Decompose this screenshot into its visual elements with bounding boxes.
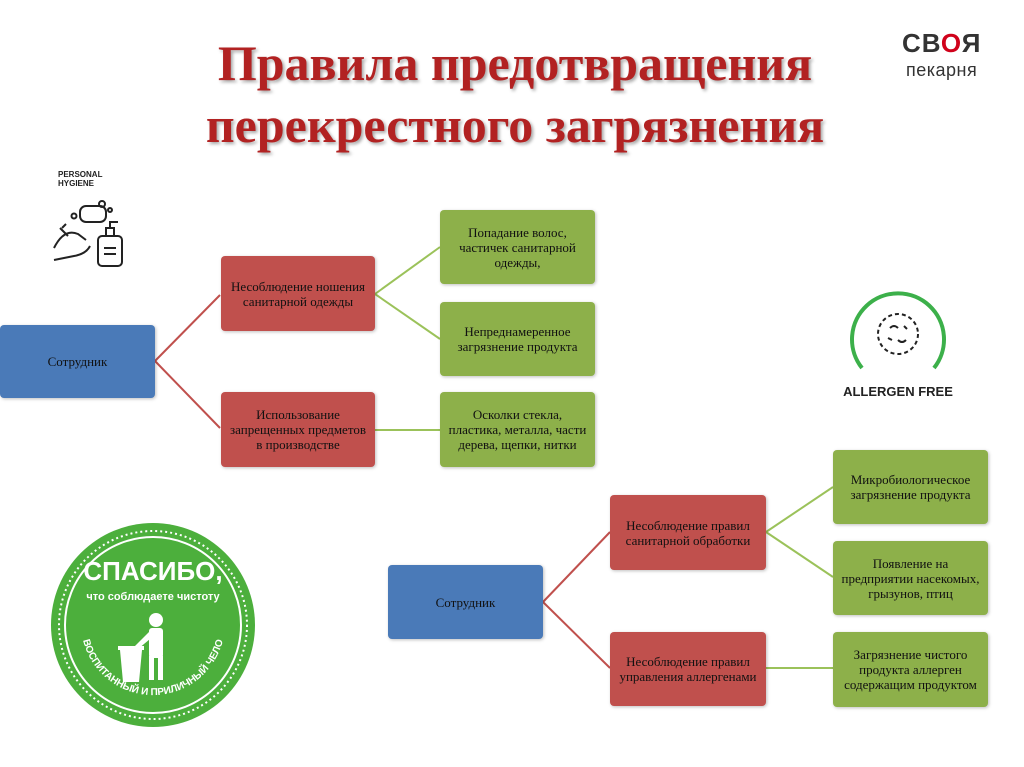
d2-b2-leaf1-box: Загрязнение чистого продукта аллерген со…	[833, 632, 988, 707]
svg-text:что соблюдаете чистоту: что соблюдаете чистоту	[86, 591, 220, 603]
thank-you-stamp: СПАСИБО, что соблюдаете чистоту ВЫ ВОСПИ…	[48, 520, 255, 727]
d1-branch2-box: Использование запрещенных предметов в пр…	[221, 392, 375, 467]
connector-d1-b1-l2	[374, 293, 441, 340]
svg-text:СПАСИБО,: СПАСИБО,	[83, 556, 222, 586]
allergen-free-icon: ALLERGEN FREE	[843, 291, 953, 399]
svg-text:ALLERGEN FREE: ALLERGEN FREE	[843, 384, 953, 399]
d2-b1-leaf1-box: Микробиологическое загрязнение продукта	[833, 450, 988, 524]
d2-root-box: Сотрудник	[388, 565, 543, 639]
connector-d2-b1-l2	[765, 531, 834, 578]
d1-root-box: Сотрудник	[0, 325, 155, 398]
bakery-logo: СВОЯ пекарня	[902, 28, 982, 80]
washing-photo	[640, 193, 810, 318]
connector-d2-root-b2	[542, 601, 611, 669]
page-title: Правила предотвращения перекрестного заг…	[205, 35, 825, 153]
d1-b2-leaf1-box: Осколки стекла, пластика, металла, части…	[440, 392, 595, 467]
connector-d1-root-b1	[154, 294, 221, 362]
connector-d2-root-b1	[542, 531, 611, 603]
d2-branch2-box: Несоблюдение правил управления аллергена…	[610, 632, 766, 706]
d1-b1-leaf1-box: Попадание волос, частичек санитарной оде…	[440, 210, 595, 284]
connector-d2-b1-l1	[765, 486, 834, 533]
personal-hygiene-icon	[53, 200, 123, 267]
d2-branch1-box: Несоблюдение правил санитарной обработки	[610, 495, 766, 570]
personal-hygiene-label: PERSONAL HYGIENE	[58, 170, 103, 188]
d2-b1-leaf2-box: Появление на предприятии насекомых, грыз…	[833, 541, 988, 615]
d1-branch1-box: Несоблюдение ношения санитарной одежды	[221, 256, 375, 331]
connector-d1-b1-l1	[374, 246, 441, 295]
d1-b1-leaf2-box: Непреднамеренное загрязнение продукта	[440, 302, 595, 376]
connector-d1-root-b2	[154, 360, 221, 429]
